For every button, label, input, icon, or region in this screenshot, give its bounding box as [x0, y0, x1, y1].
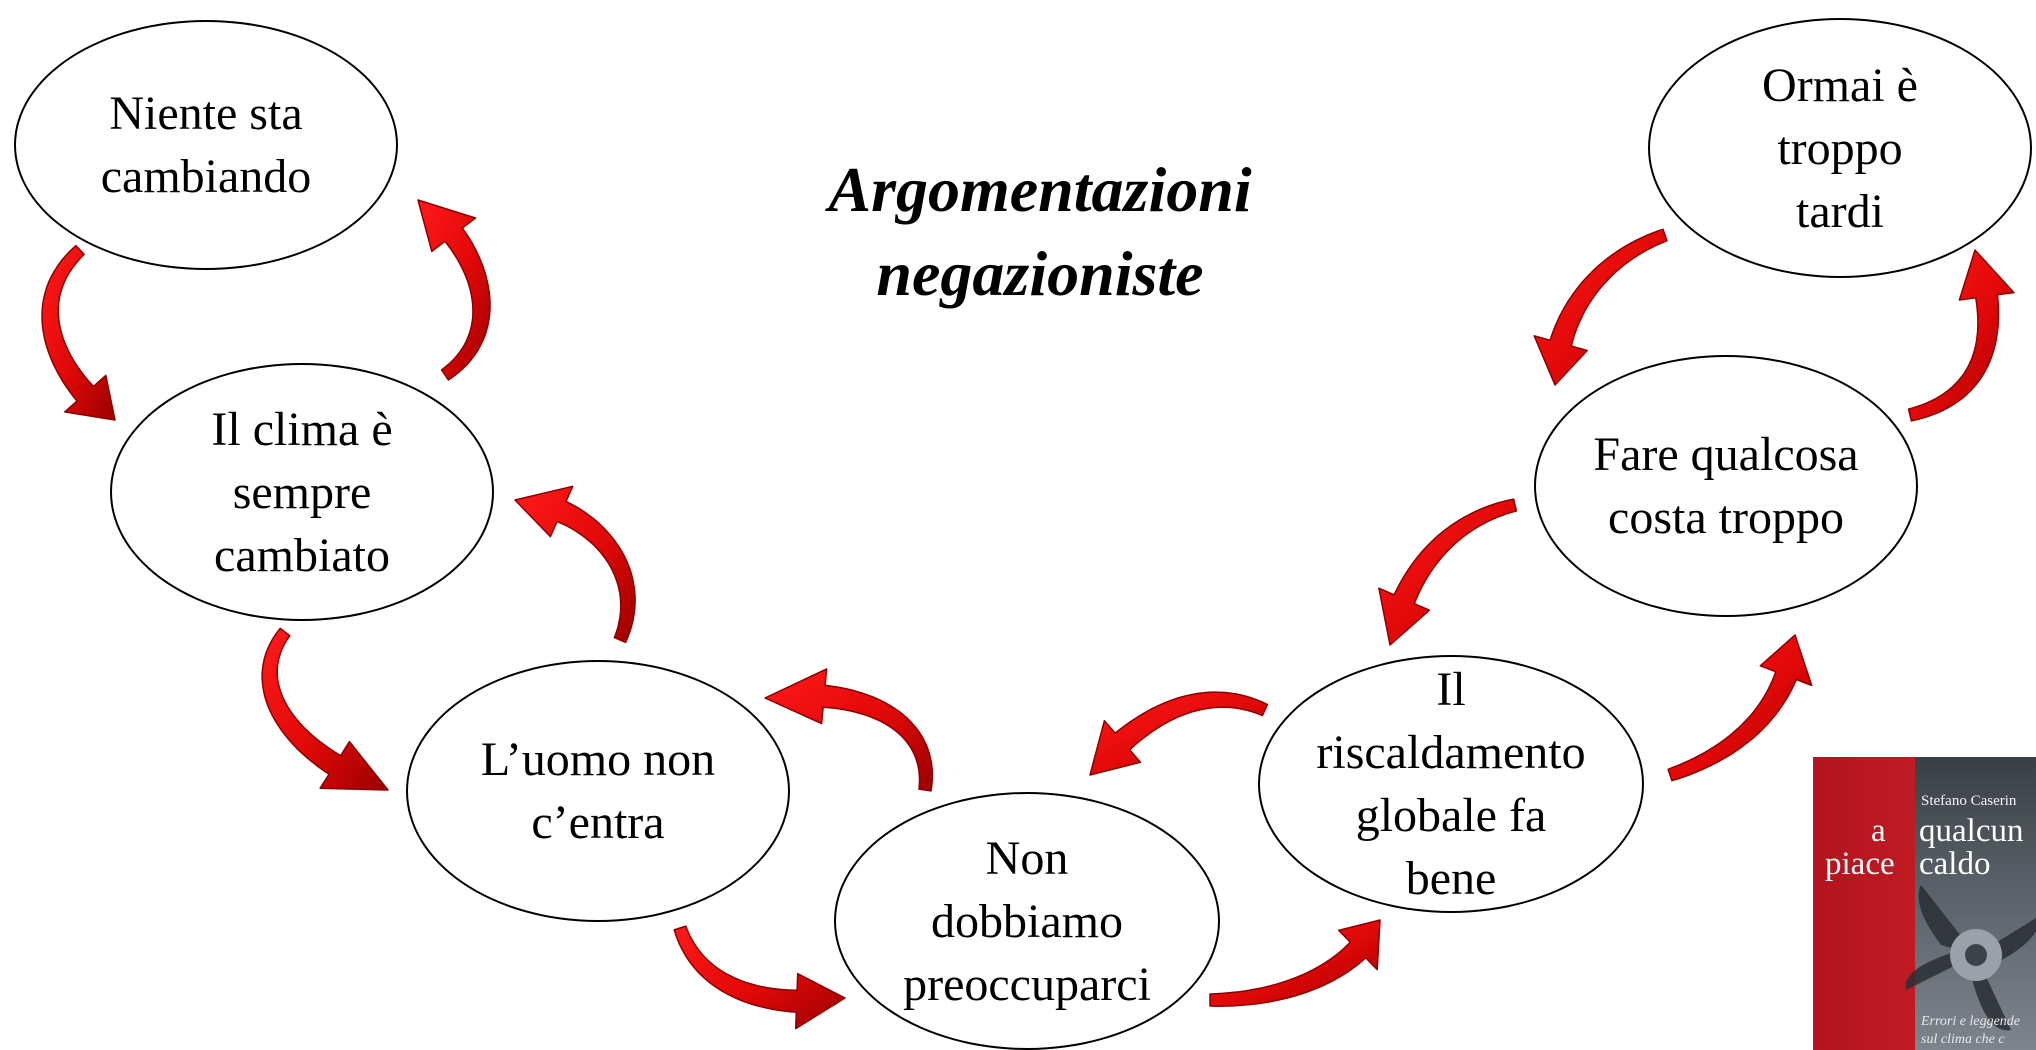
diagram-title: Argomentazioni negazioniste — [760, 148, 1320, 316]
node-label: L’uomo non c’entra — [480, 733, 716, 849]
arrow-down-4 — [1089, 691, 1269, 776]
arrow-down-1 — [41, 244, 116, 421]
title-line-1: Argomentazioni — [828, 154, 1252, 225]
node-label: Il riscaldamento globale fa bene — [1316, 663, 1586, 905]
book-title-word: a — [1871, 813, 1886, 849]
arrow-down-3 — [673, 925, 846, 1030]
book-subtitle-line-1: Errori e leggende — [1921, 1014, 2021, 1029]
book-subtitle: Errori e leggende sul clima che c — [1921, 1013, 2020, 1049]
arrow-up-2 — [514, 485, 636, 644]
node-label: Ormai è troppo tardi — [1762, 58, 1918, 238]
node-fare-qualcosa-costa-troppo: Fare qualcosa costa troppo — [1534, 355, 1918, 617]
node-label: Niente sta cambiando — [100, 87, 312, 203]
book-title-word: piace — [1825, 846, 1895, 882]
arrow-up-6 — [1907, 249, 2015, 422]
book-subtitle-line-2: sul clima che c — [1921, 1032, 2005, 1047]
node-label: Fare qualcosa costa troppo — [1593, 428, 1859, 544]
arrows-layer — [41, 199, 2015, 1030]
node-non-dobbiamo-preoccuparci: Non dobbiamo preoccuparci — [834, 792, 1220, 1050]
book-cover-image: Stefano Caserin a qualcun piace caldo Er… — [1813, 757, 2036, 1050]
book-title-word: qualcun — [1919, 813, 2024, 849]
arrow-up-3 — [764, 668, 934, 792]
node-label: Non dobbiamo preoccuparci — [903, 831, 1151, 1011]
node-niente-sta-cambiando: Niente sta cambiando — [14, 20, 398, 270]
arrow-down-5 — [1378, 498, 1518, 646]
node-uomo-non-centra: L’uomo non c’entra — [406, 660, 790, 922]
node-riscaldamento-fa-bene: Il riscaldamento globale fa bene — [1258, 655, 1644, 913]
node-ormai-troppo-tardi: Ormai è troppo tardi — [1648, 18, 2032, 278]
book-author: Stefano Caserin — [1921, 793, 2017, 809]
book-title-word: caldo — [1919, 846, 1991, 882]
arrow-down-6 — [1533, 228, 1668, 386]
fan-icon — [1905, 885, 2036, 1031]
arrow-up-4 — [1209, 919, 1381, 1007]
node-clima-sempre-cambiato: Il clima è sempre cambiato — [110, 363, 494, 621]
node-label: Il clima è sempre cambiato — [211, 402, 393, 582]
arrow-down-2 — [261, 627, 389, 791]
arrow-up-1 — [417, 199, 491, 381]
arrow-up-5 — [1667, 634, 1813, 782]
title-line-2: negazioniste — [876, 238, 1204, 309]
